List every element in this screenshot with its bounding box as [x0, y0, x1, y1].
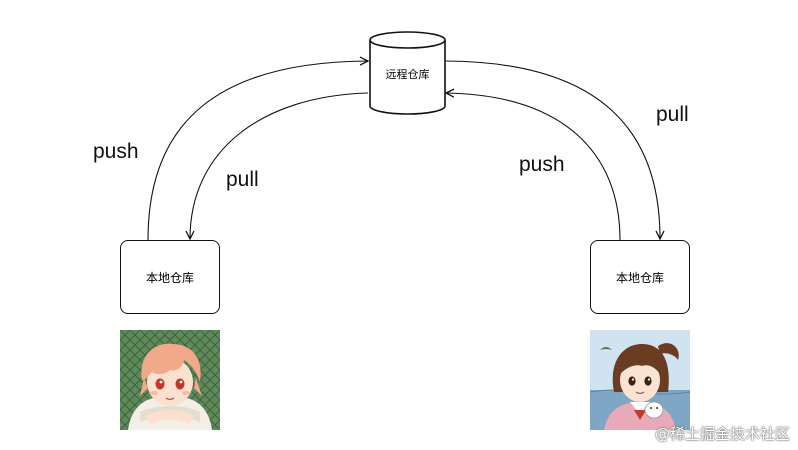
anime-boy-avatar-icon [120, 330, 220, 430]
local-repo-right: 本地仓库 [590, 240, 690, 314]
watermark-text: @稀土掘金技术社区 [654, 425, 790, 443]
arrow-push-right [446, 93, 621, 241]
pull-label-left: pull [226, 168, 259, 191]
pull-label-right: pull [656, 103, 689, 126]
arrow-push-left [147, 61, 368, 241]
local-repo-right-label: 本地仓库 [615, 270, 664, 285]
arrow-pull-left [190, 92, 369, 239]
arrow-pull-right [445, 60, 660, 239]
push-label-right: push [519, 153, 565, 176]
push-label-left: push [93, 140, 139, 163]
remote-repo-cylinder-icon [369, 31, 446, 115]
local-repo-left: 本地仓库 [120, 240, 220, 314]
anime-girl-avatar-icon [590, 330, 690, 430]
local-repo-left-label: 本地仓库 [145, 270, 194, 285]
remote-repo-label: 远程仓库 [385, 68, 430, 81]
